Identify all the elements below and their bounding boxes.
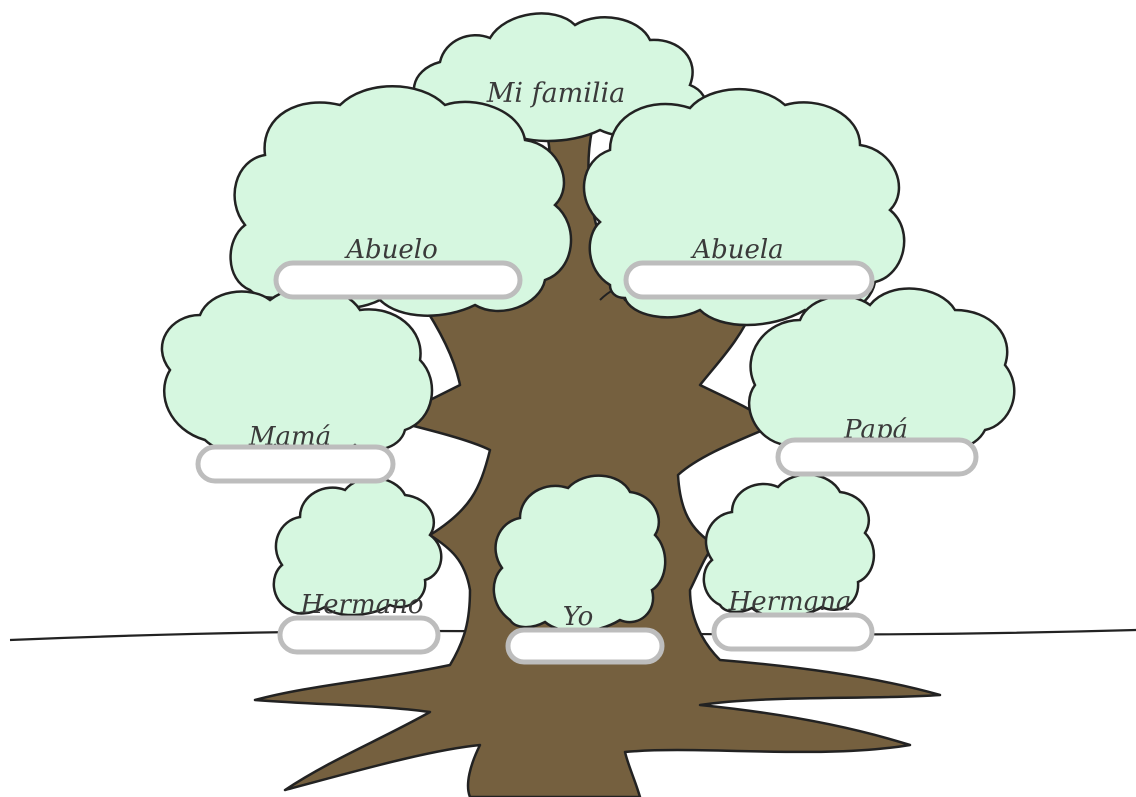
label-hermano: Hermano — [299, 590, 423, 620]
name-box-hermano[interactable] — [277, 615, 441, 655]
name-box-abuela[interactable] — [623, 260, 875, 300]
name-box-abuelo[interactable] — [273, 260, 523, 300]
name-box-yo[interactable] — [505, 627, 665, 665]
name-box-mama[interactable] — [195, 444, 396, 484]
title-label: Mi familia — [486, 78, 626, 109]
leaf-cloud-hermano — [272, 476, 443, 617]
label-abuelo: Abuelo — [344, 235, 438, 265]
leaf-cloud-abuelo — [229, 85, 573, 317]
label-hermana: Hermana — [728, 587, 852, 617]
label-yo: Yo — [563, 602, 594, 632]
name-box-hermana[interactable] — [711, 612, 875, 652]
name-box-papa[interactable] — [775, 437, 979, 477]
label-abuela: Abuela — [690, 235, 783, 265]
